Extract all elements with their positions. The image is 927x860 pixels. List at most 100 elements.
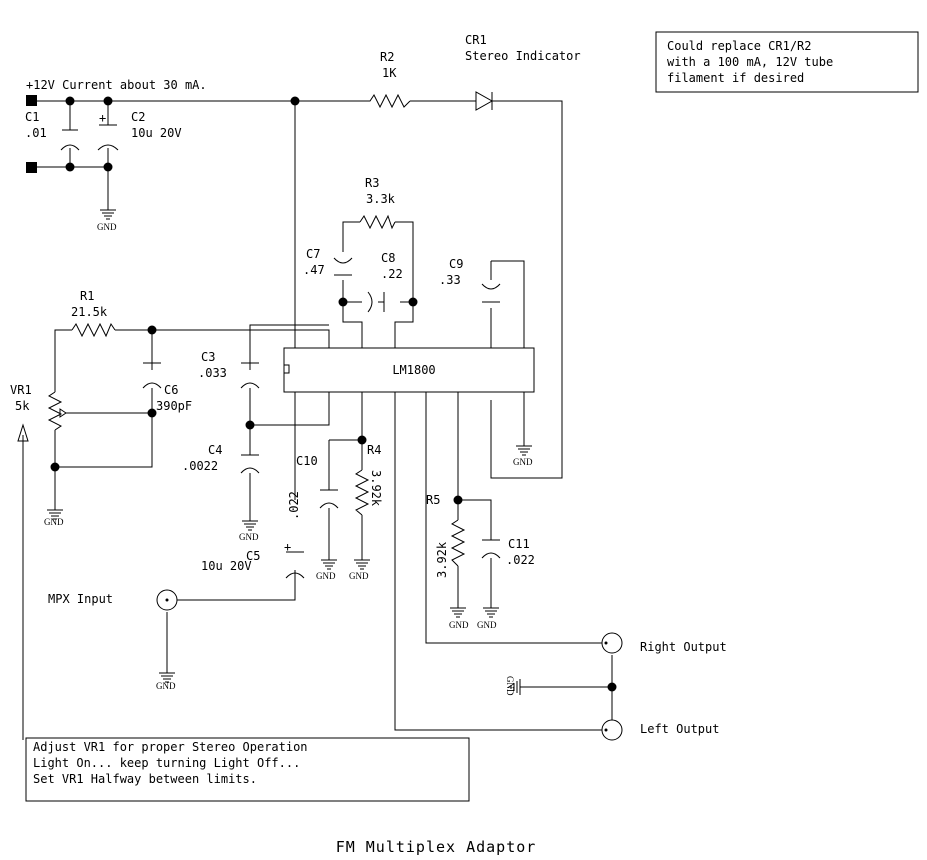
gnd-symbol-c10	[321, 555, 337, 570]
r4-value: 3.92k	[369, 470, 383, 507]
gnd-symbol-input	[100, 205, 116, 220]
cr1-note-box	[655, 31, 919, 93]
capacitor-c11	[481, 539, 501, 559]
potentiometer-vr1	[47, 391, 67, 431]
vr1-note-box	[25, 737, 470, 802]
gnd-symbol-r5	[450, 590, 466, 618]
r2-value: 1K	[382, 66, 397, 80]
gnd-label-input: GND	[97, 222, 117, 232]
c10-ref: C10	[296, 454, 318, 468]
gnd-label-output: GND	[505, 676, 515, 696]
resistor-r2	[365, 93, 411, 109]
gnd-label-ic: GND	[513, 457, 533, 467]
c7-value: .47	[303, 263, 325, 277]
c10-value: .022	[287, 491, 301, 520]
ic-lm1800	[283, 347, 535, 393]
svg-text:+: +	[99, 111, 106, 125]
vr1-note-line-3: Set VR1 Halfway between limits.	[33, 772, 257, 786]
gnd-symbol-ic	[516, 428, 532, 456]
vr1-note-line-1: Adjust VR1 for proper Stereo Operation	[33, 740, 308, 754]
mpx-input-label: MPX Input	[48, 592, 113, 606]
capacitor-c4	[240, 454, 260, 474]
capacitor-c8	[367, 291, 385, 313]
junction-dots	[50, 96, 617, 692]
c9-value: .33	[439, 273, 461, 287]
gnd-label-c11: GND	[477, 620, 497, 630]
c6-ref: C6	[164, 383, 178, 397]
c6-value: 390pF	[156, 399, 192, 413]
capacitors: + +	[60, 111, 501, 579]
c2-ref: C2	[131, 110, 145, 124]
cr1-note-line-2: with a 100 mA, 12V tube	[667, 55, 833, 69]
c8-ref: C8	[381, 251, 395, 265]
ic-name: LM1800	[392, 363, 435, 377]
labels: +12V Current about 30 mA. C1 .01 C2 10u …	[10, 33, 833, 856]
cr1-value: Stereo Indicator	[465, 49, 581, 63]
c3-ref: C3	[201, 350, 215, 364]
supply-terminals	[26, 95, 37, 173]
c1-value: .01	[25, 126, 47, 140]
cr1-note-line-1: Could replace CR1/R2	[667, 39, 812, 53]
c11-value: .022	[506, 553, 535, 567]
r5-ref: R5	[426, 493, 440, 507]
ground-terminal	[26, 162, 37, 173]
resistor-r5	[450, 519, 466, 567]
gnd-symbol-mpx	[159, 650, 175, 683]
c1-ref: C1	[25, 110, 39, 124]
capacitor-c5: +	[284, 540, 305, 579]
r1-ref: R1	[80, 289, 94, 303]
wires	[22, 100, 613, 740]
ground-symbols	[47, 205, 532, 695]
left-output-jack	[601, 719, 623, 741]
capacitor-c10	[319, 489, 339, 509]
capacitor-c9	[481, 283, 501, 303]
c5-value: 10u 20V	[201, 559, 252, 573]
c3-value: .033	[198, 366, 227, 380]
gnd-symbol-c4	[242, 510, 258, 531]
gnd-label-vr1: GND	[44, 517, 64, 527]
c4-ref: C4	[208, 443, 222, 457]
c7-ref: C7	[306, 247, 320, 261]
resistors	[47, 93, 466, 567]
left-output-label: Left Output	[640, 722, 719, 736]
vr1-value: 5k	[15, 399, 30, 413]
vr1-note-arrow	[17, 423, 29, 442]
gnd-label-c10: GND	[316, 571, 336, 581]
gnd-label-r5: GND	[449, 620, 469, 630]
c11-ref: C11	[508, 537, 530, 551]
capacitor-c7	[333, 257, 353, 276]
cr1-note-line-3: filament if desired	[667, 71, 804, 85]
svg-text:+: +	[284, 540, 291, 554]
c8-value: .22	[381, 267, 403, 281]
resistor-r1	[71, 322, 116, 338]
c2-value: 10u 20V	[131, 126, 182, 140]
r3-ref: R3	[365, 176, 379, 190]
right-output-jack	[601, 632, 623, 654]
resistor-r4	[354, 469, 370, 516]
cr1-ref: CR1	[465, 33, 487, 47]
r4-ref: R4	[367, 443, 381, 457]
resistor-r3	[359, 214, 396, 230]
capacitor-c1	[60, 129, 80, 151]
right-output-label: Right Output	[640, 640, 727, 654]
c5-ref: C5	[246, 549, 260, 563]
c9-ref: C9	[449, 257, 463, 271]
gnd-symbol-c11	[483, 590, 499, 618]
gnd-label-mpx: GND	[156, 681, 176, 691]
capacitor-c6	[142, 362, 162, 389]
capacitor-c2: +	[97, 111, 119, 151]
mpx-input-jack	[156, 589, 178, 611]
led-cr1	[470, 91, 500, 111]
r5-value: 3.92k	[435, 541, 449, 578]
r1-value: 21.5k	[71, 305, 108, 319]
gnd-label-r4: GND	[349, 571, 369, 581]
r2-ref: R2	[380, 50, 394, 64]
supply-label: +12V Current about 30 mA.	[26, 78, 207, 92]
vr1-note-line-2: Light On... keep turning Light Off...	[33, 756, 300, 770]
capacitor-c3	[240, 362, 260, 389]
gnd-symbol-vr1	[47, 490, 63, 520]
gnd-symbol-r4	[354, 555, 370, 570]
c4-value: .0022	[182, 459, 218, 473]
